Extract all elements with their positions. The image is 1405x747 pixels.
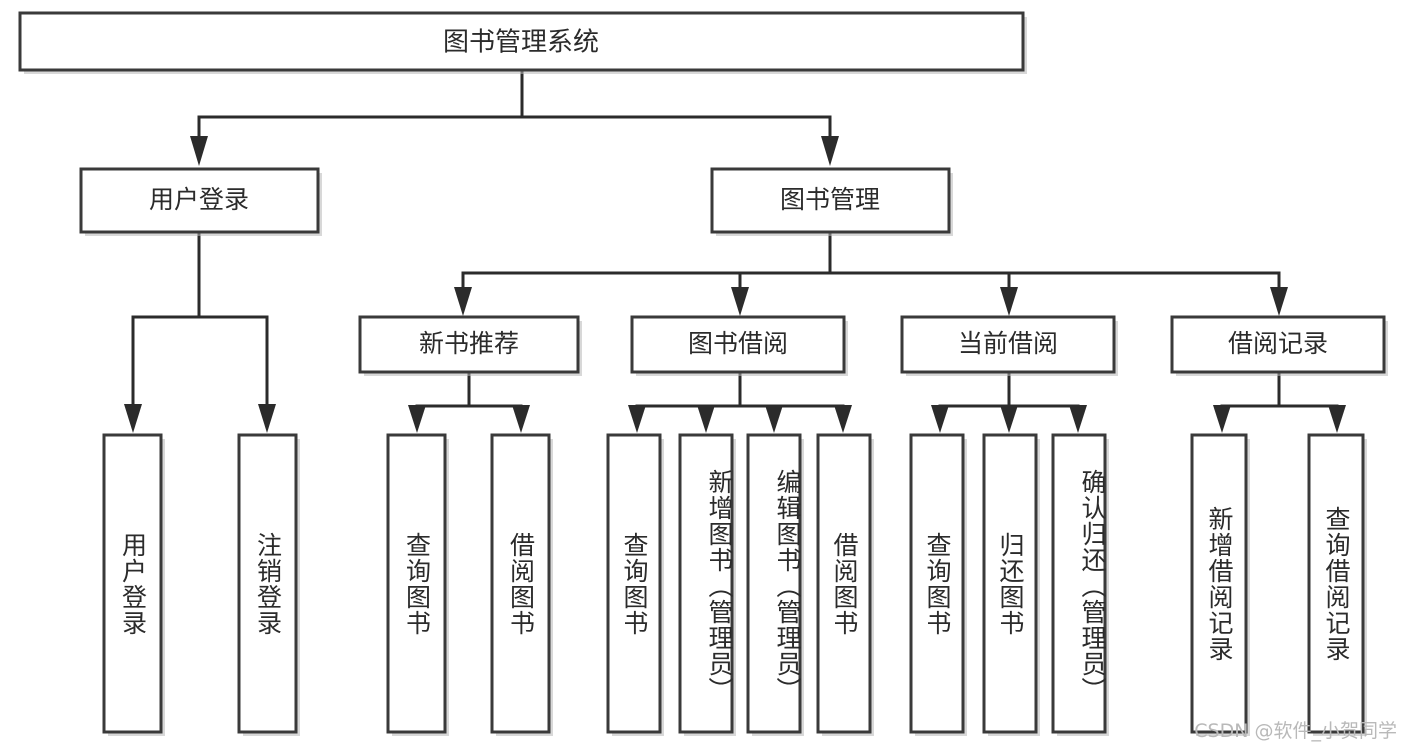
node-borrow-record-label: 借阅记录 bbox=[1228, 329, 1328, 358]
node-leaf-query-book-1[interactable] bbox=[386, 433, 449, 736]
arrow-to-borrow-record bbox=[1270, 287, 1288, 316]
node-current-borrow[interactable]: 当前借阅 bbox=[900, 315, 1118, 376]
arrow-to-leaf-query-book-3 bbox=[931, 405, 949, 433]
node-leaf-user-login[interactable] bbox=[102, 433, 165, 736]
node-leaf-add-book-rect[interactable] bbox=[678, 433, 734, 734]
arrow-to-leaf-query-book-2 bbox=[628, 405, 646, 433]
node-root-rect[interactable] bbox=[18, 11, 1025, 72]
node-leaf-edit-book[interactable] bbox=[746, 433, 804, 736]
node-leaf-query-record-rect[interactable] bbox=[1307, 433, 1365, 734]
node-leaf-logout-rect[interactable] bbox=[237, 433, 298, 734]
arrow-to-leaf-query-book-1 bbox=[408, 405, 426, 433]
node-leaf-user-login-rect[interactable] bbox=[102, 433, 163, 734]
node-leaf-confirm-return-rect[interactable] bbox=[1051, 433, 1107, 734]
arrow-to-leaf-return-book bbox=[1000, 405, 1018, 433]
arrow-to-book-manage bbox=[821, 136, 839, 166]
connector-group-borrow-record bbox=[1213, 371, 1346, 433]
node-book-borrow-rect[interactable] bbox=[630, 315, 846, 374]
arrow-to-leaf-add-record bbox=[1213, 405, 1231, 433]
node-leaf-query-book-1-rect[interactable] bbox=[386, 433, 447, 734]
connector-group-book-manage bbox=[454, 232, 1288, 316]
node-book-manage[interactable]: 图书管理 bbox=[710, 167, 953, 236]
node-new-book-recommend[interactable]: 新书推荐 bbox=[358, 315, 582, 376]
node-leaf-add-record-rect[interactable] bbox=[1190, 433, 1248, 734]
connector-group-book-borrow bbox=[628, 371, 852, 433]
arrow-to-leaf-confirm-return bbox=[1069, 405, 1087, 433]
node-leaf-confirm-return[interactable] bbox=[1051, 433, 1109, 736]
node-leaf-borrow-book-1[interactable] bbox=[490, 433, 553, 736]
node-leaf-return-book-rect[interactable] bbox=[982, 433, 1038, 734]
node-book-borrow[interactable]: 图书借阅 bbox=[630, 315, 848, 376]
node-leaf-query-book-2[interactable] bbox=[606, 433, 664, 736]
connector-group-root bbox=[190, 68, 839, 166]
connector-group-new-book-recommend bbox=[408, 371, 530, 433]
arrow-to-leaf-edit-book bbox=[765, 405, 783, 433]
node-leaf-add-record[interactable] bbox=[1190, 433, 1250, 736]
node-root[interactable]: 图书管理系统 bbox=[18, 11, 1027, 74]
arrow-to-leaf-borrow-book-1 bbox=[512, 405, 530, 433]
node-new-book-recommend-label: 新书推荐 bbox=[419, 329, 519, 358]
arrow-to-current-borrow bbox=[1000, 287, 1018, 316]
node-leaf-query-book-3[interactable] bbox=[909, 433, 967, 736]
node-book-manage-label: 图书管理 bbox=[780, 185, 880, 214]
node-leaf-query-book-2-rect[interactable] bbox=[606, 433, 662, 734]
arrow-to-leaf-add-book bbox=[697, 405, 715, 433]
node-leaf-query-record[interactable] bbox=[1307, 433, 1367, 736]
node-leaf-add-book[interactable] bbox=[678, 433, 736, 736]
node-leaf-borrow-book-2-rect[interactable] bbox=[816, 433, 872, 734]
node-leaf-query-book-3-rect[interactable] bbox=[909, 433, 965, 734]
arrow-to-user-login bbox=[190, 136, 208, 166]
node-leaf-borrow-book-2[interactable] bbox=[816, 433, 874, 736]
node-book-borrow-label: 图书借阅 bbox=[688, 329, 788, 358]
node-leaf-borrow-book-1-rect[interactable] bbox=[490, 433, 551, 734]
arrow-to-leaf-user-login bbox=[124, 404, 142, 433]
arrow-to-leaf-query-record bbox=[1328, 405, 1346, 433]
node-new-book-recommend-rect[interactable] bbox=[358, 315, 580, 374]
node-leaf-edit-book-rect[interactable] bbox=[746, 433, 802, 734]
node-borrow-record[interactable]: 借阅记录 bbox=[1170, 315, 1388, 376]
node-user-login[interactable]: 用户登录 bbox=[79, 167, 322, 236]
node-current-borrow-rect[interactable] bbox=[900, 315, 1116, 374]
arrow-to-book-borrow bbox=[731, 287, 749, 316]
node-root-label: 图书管理系统 bbox=[443, 28, 599, 58]
node-borrow-record-rect[interactable] bbox=[1170, 315, 1386, 374]
csdn-watermark: CSDN @软件_小贺同学 bbox=[1194, 720, 1397, 742]
node-user-login-rect[interactable] bbox=[79, 167, 320, 234]
connector-group-current-borrow bbox=[931, 371, 1087, 433]
node-book-manage-rect[interactable] bbox=[710, 167, 951, 234]
connector-group-user-login bbox=[124, 232, 276, 433]
arrow-to-leaf-logout bbox=[258, 404, 276, 433]
arrow-to-leaf-borrow-book-2 bbox=[834, 405, 852, 433]
node-user-login-label: 用户登录 bbox=[149, 185, 249, 214]
node-leaf-logout[interactable] bbox=[237, 433, 300, 736]
arrow-to-new-book-recommend bbox=[454, 287, 472, 316]
node-leaf-return-book[interactable] bbox=[982, 433, 1040, 736]
node-current-borrow-label: 当前借阅 bbox=[958, 329, 1058, 358]
